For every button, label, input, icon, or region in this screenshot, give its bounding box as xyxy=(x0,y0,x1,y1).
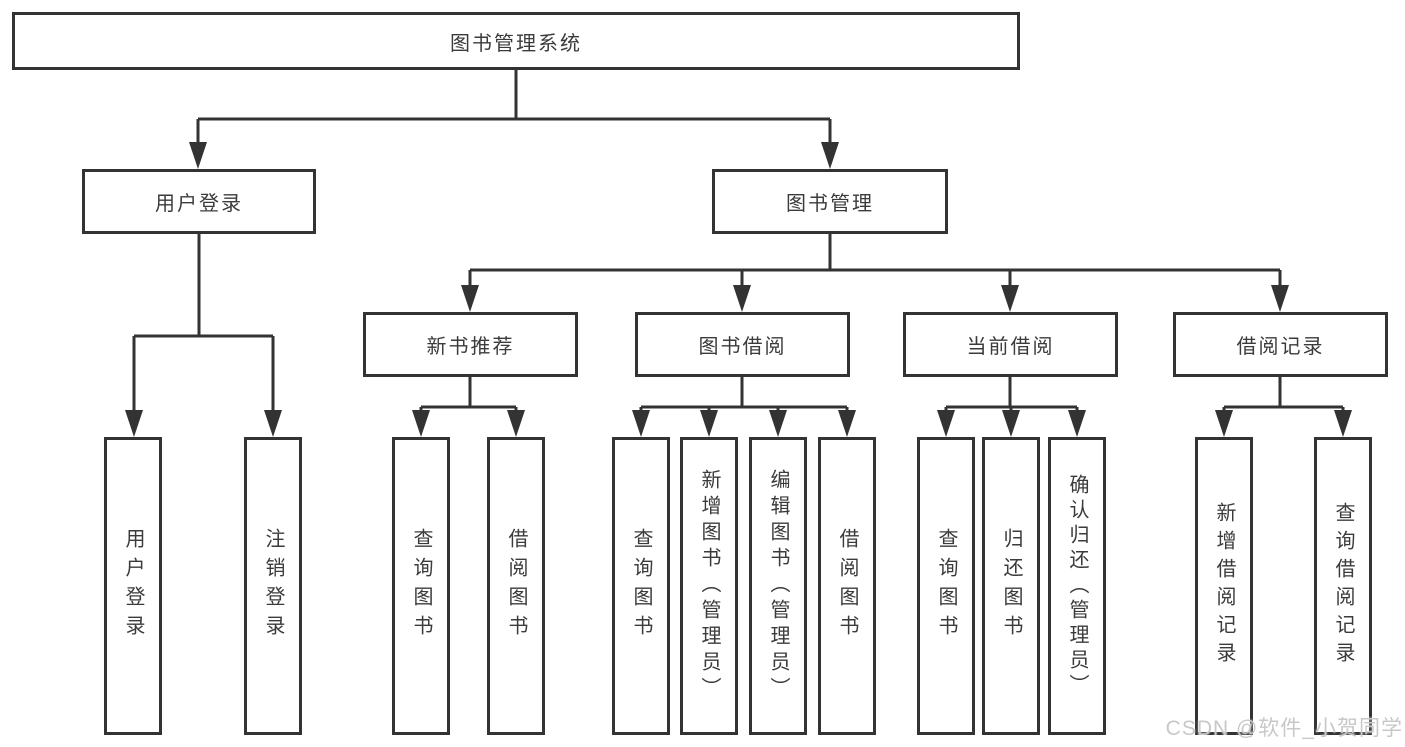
leaf-edit-book-admin: 编辑图书（管理员） xyxy=(749,437,807,735)
arrowhead xyxy=(1068,410,1086,437)
leaf-query-borrow-record: 查询借阅记录 xyxy=(1314,437,1372,735)
arrowhead xyxy=(189,142,207,169)
leaf-return-books: 归还图书 xyxy=(982,437,1040,735)
edges-user-login-to-leaves xyxy=(125,234,282,437)
arrowhead xyxy=(1334,410,1352,437)
edges-borrowing-records-to-leaves xyxy=(1215,377,1352,437)
arrowhead xyxy=(769,410,787,437)
edges-new-book-recommend-to-leaves xyxy=(412,377,525,437)
arrowhead xyxy=(125,410,143,437)
edges-book-management-to-level3 xyxy=(461,234,1289,312)
leaf-borrow-books-2: 借阅图书 xyxy=(818,437,876,735)
node-root: 图书管理系统 xyxy=(12,12,1020,70)
leaf-user-login: 用户登录 xyxy=(104,437,162,735)
arrowhead xyxy=(412,410,430,437)
leaf-query-books-3: 查询图书 xyxy=(917,437,975,735)
arrowhead xyxy=(264,410,282,437)
node-new-book-recommend: 新书推荐 xyxy=(363,312,578,377)
node-book-management: 图书管理 xyxy=(712,169,948,234)
arrowhead xyxy=(1215,410,1233,437)
leaf-query-books-2: 查询图书 xyxy=(612,437,670,735)
edges-current-borrowing-to-leaves xyxy=(937,377,1086,437)
leaf-borrow-books-1: 借阅图书 xyxy=(487,437,545,735)
leaf-add-book-admin: 新增图书（管理员） xyxy=(680,437,738,735)
arrowhead xyxy=(1271,285,1289,312)
leaf-logout-login: 注销登录 xyxy=(244,437,302,735)
node-book-borrowing: 图书借阅 xyxy=(635,312,850,377)
arrowhead xyxy=(1001,285,1019,312)
node-current-borrowing: 当前借阅 xyxy=(903,312,1118,377)
arrowhead xyxy=(733,285,751,312)
arrowhead xyxy=(821,142,839,169)
arrowhead xyxy=(632,410,650,437)
edges-root-to-level2 xyxy=(189,70,839,169)
leaf-add-borrow-record: 新增借阅记录 xyxy=(1195,437,1253,735)
arrowhead xyxy=(1002,410,1020,437)
watermark: CSDN @软件_小贺同学 xyxy=(1165,717,1403,740)
leaf-query-books-1: 查询图书 xyxy=(392,437,450,735)
arrowhead xyxy=(937,410,955,437)
arrowhead xyxy=(461,285,479,312)
node-user-login: 用户登录 xyxy=(82,169,316,234)
edges-book-borrowing-to-leaves xyxy=(632,377,856,437)
arrowhead xyxy=(838,410,856,437)
node-borrowing-records: 借阅记录 xyxy=(1173,312,1388,377)
leaf-confirm-return-admin: 确认归还（管理员） xyxy=(1048,437,1106,735)
arrowhead xyxy=(507,410,525,437)
arrowhead xyxy=(700,410,718,437)
